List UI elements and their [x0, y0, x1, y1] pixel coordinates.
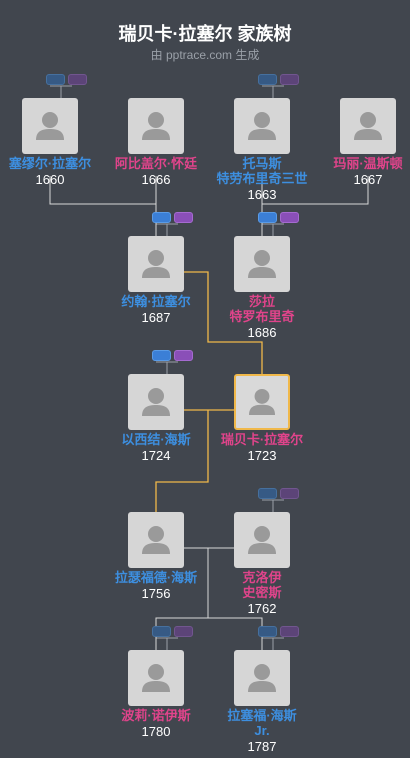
person-name[interactable]: 克洛伊史密斯 [242, 570, 282, 600]
person-silhouette-icon [248, 250, 276, 278]
person-name[interactable]: 塞缪尔·拉塞尔 [8, 156, 92, 171]
expand-mother-button[interactable] [280, 74, 299, 85]
person-card[interactable] [234, 236, 290, 292]
person-card[interactable] [128, 374, 184, 430]
person-card[interactable] [128, 650, 184, 706]
person-silhouette-icon [142, 250, 170, 278]
person-silhouette-icon [248, 664, 276, 692]
person-name[interactable]: 瑞贝卡·拉塞尔 [220, 432, 304, 447]
person-name[interactable]: 以西结·海斯 [121, 432, 191, 447]
person-silhouette-icon [249, 389, 275, 415]
expand-father-button[interactable] [152, 212, 171, 223]
person-silhouette-icon [142, 526, 170, 554]
expand-mother-button[interactable] [174, 212, 193, 223]
person-birth-year: 1686 [247, 325, 277, 340]
person-card[interactable] [234, 374, 290, 430]
person-birth-year: 1687 [141, 310, 171, 325]
expand-mother-button[interactable] [280, 488, 299, 499]
person-card[interactable] [128, 98, 184, 154]
expand-father-button[interactable] [258, 212, 277, 223]
person-birth-year: 1663 [247, 187, 277, 202]
person-silhouette-icon [354, 112, 382, 140]
person-silhouette-icon [142, 664, 170, 692]
person-birth-year: 1787 [247, 739, 277, 754]
person-silhouette-icon [36, 112, 64, 140]
expand-mother-button[interactable] [280, 626, 299, 637]
person-silhouette-icon [248, 112, 276, 140]
person-birth-year: 1780 [141, 724, 171, 739]
person-card[interactable] [128, 512, 184, 568]
expand-father-button[interactable] [46, 74, 65, 85]
person-card[interactable] [234, 512, 290, 568]
expand-father-button[interactable] [258, 74, 277, 85]
expand-father-button[interactable] [258, 626, 277, 637]
connector-line [184, 271, 263, 374]
person-card[interactable] [234, 650, 290, 706]
expand-mother-button[interactable] [174, 350, 193, 361]
expand-mother-button[interactable] [280, 212, 299, 223]
person-name[interactable]: 阿比盖尔·怀廷 [114, 156, 198, 171]
expand-father-button[interactable] [152, 626, 171, 637]
expand-father-button[interactable] [258, 488, 277, 499]
page-subtitle: 由 pptrace.com 生成 [150, 48, 260, 62]
person-card[interactable] [22, 98, 78, 154]
person-name[interactable]: 托马斯特劳布里奇三世 [216, 156, 308, 186]
person-birth-year: 1724 [141, 448, 171, 463]
expand-mother-button[interactable] [174, 626, 193, 637]
person-silhouette-icon [142, 112, 170, 140]
person-birth-year: 1723 [247, 448, 277, 463]
person-birth-year: 1756 [141, 586, 171, 601]
person-birth-year: 1667 [353, 172, 383, 187]
person-name[interactable]: 玛丽·温斯顿 [333, 156, 403, 171]
connector-line [261, 176, 369, 205]
expand-father-button[interactable] [152, 350, 171, 361]
person-card[interactable] [340, 98, 396, 154]
person-card[interactable] [234, 98, 290, 154]
expand-mother-button[interactable] [68, 74, 87, 85]
page-title: 瑞贝卡·拉塞尔 家族树 [118, 24, 292, 44]
person-name[interactable]: 拉瑟福德·海斯 [114, 570, 198, 585]
person-silhouette-icon [248, 526, 276, 554]
connector-line [155, 410, 209, 512]
person-name[interactable]: 波莉·诺伊斯 [121, 708, 191, 723]
person-card[interactable] [128, 236, 184, 292]
person-birth-year: 1666 [141, 172, 171, 187]
connector-line [208, 617, 263, 650]
person-birth-year: 1762 [247, 601, 277, 616]
person-silhouette-icon [142, 388, 170, 416]
person-name[interactable]: 莎拉特罗布里奇 [229, 294, 295, 324]
person-name[interactable]: 约翰·拉塞尔 [121, 294, 191, 309]
person-birth-year: 1660 [35, 172, 65, 187]
